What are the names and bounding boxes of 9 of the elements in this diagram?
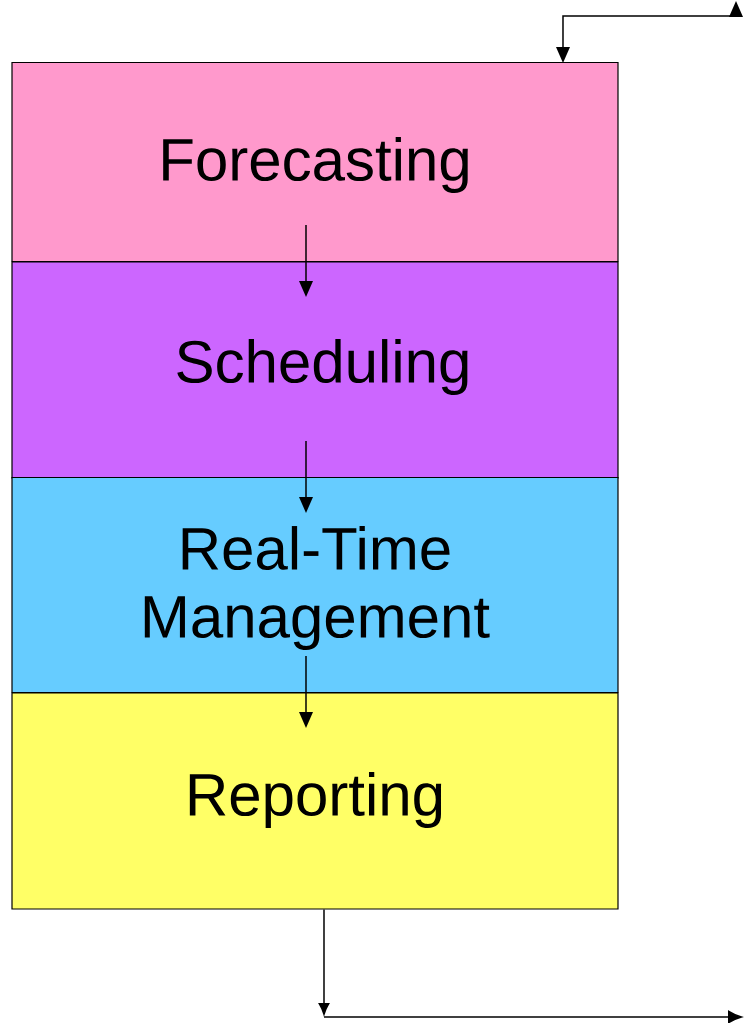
process-box: Reporting [11, 692, 619, 910]
arrow [318, 908, 743, 1023]
process-box: Forecasting [11, 61, 619, 263]
process-box: Real-Time Management [11, 476, 619, 694]
arrow [299, 224, 313, 297]
arrow [299, 440, 313, 513]
process-box: Scheduling [11, 261, 619, 479]
arrow [299, 655, 313, 728]
arrow [556, 1, 743, 63]
